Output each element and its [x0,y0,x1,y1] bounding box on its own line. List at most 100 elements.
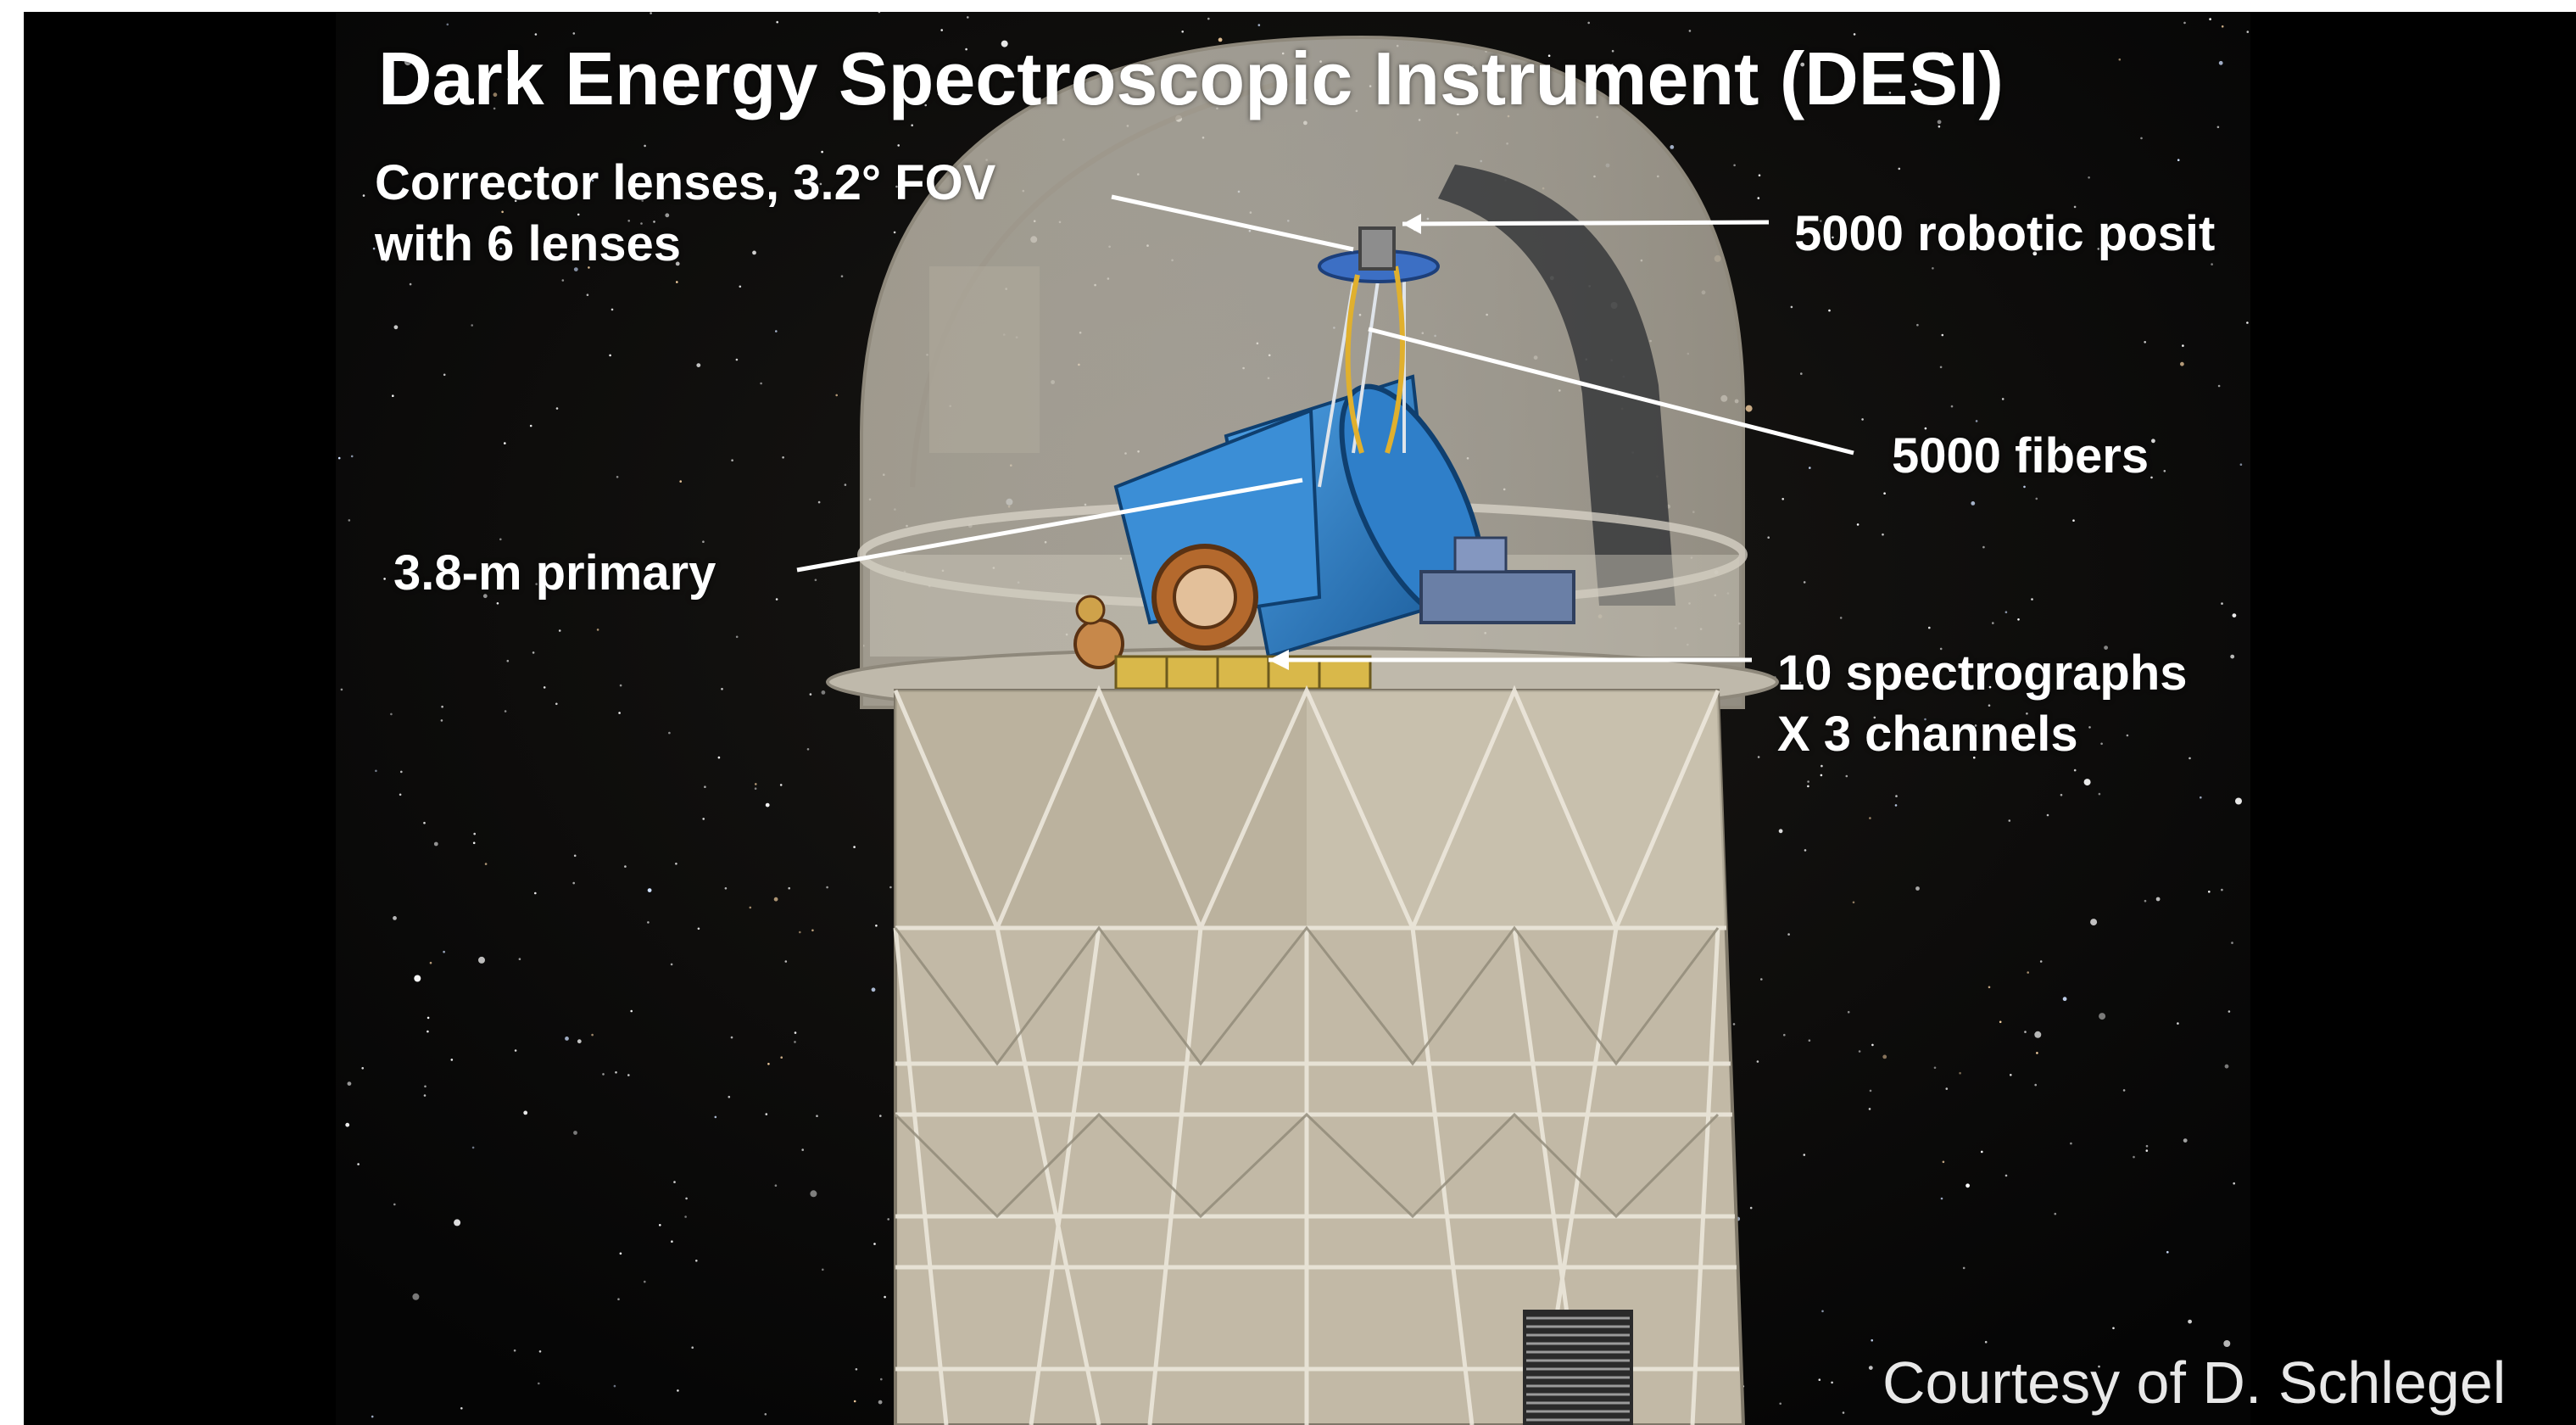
star [844,483,847,486]
star [871,987,876,992]
star [1938,125,1941,128]
corrector-label-line2: with 6 lenses [375,216,682,271]
star [676,281,678,283]
star [1858,1050,1861,1053]
star [2218,60,2223,65]
star [1868,1366,1873,1370]
star [880,1378,883,1381]
star [2100,742,2103,746]
corrector-label-line1: Corrector lenses, 3.2° FOV [375,155,996,210]
star [413,187,416,190]
star [601,241,604,244]
star [782,456,784,459]
star [504,442,506,444]
star [653,221,655,223]
star [2122,1089,2126,1092]
star [765,802,770,808]
star [875,925,878,927]
star [2166,1250,2169,1254]
star [668,731,671,735]
star [1988,986,1991,989]
star [644,144,646,148]
star [393,325,399,330]
telescope [1073,226,1575,669]
star [2182,344,2184,347]
star [817,500,821,504]
star [679,480,682,483]
star [472,841,476,845]
star [1914,83,1917,86]
star [2024,1031,2027,1033]
star [2223,1340,2231,1347]
star [1940,1197,1943,1200]
star [1932,267,1934,270]
star [2144,341,2146,344]
star [2208,891,2211,893]
observatory-building [893,685,1746,1425]
star [728,1095,731,1098]
star [640,222,643,225]
star [2098,1365,2100,1368]
star [2126,734,2129,737]
telescope-illustration [336,12,2250,1425]
star [840,275,844,278]
spectrographs-label-line2: X 3 channels [1777,707,2078,762]
star [2183,21,2186,25]
star [514,1049,517,1052]
star [345,1122,350,1127]
star [2004,611,2008,613]
star [2155,897,2161,902]
star [2224,1064,2229,1069]
star [2017,618,2020,621]
star [1807,785,1809,788]
star [627,220,630,222]
star [1971,501,1976,506]
positioner-pointer-line [1402,220,1770,226]
star [619,684,622,687]
star [577,213,580,216]
fibers-pointer-line [1368,327,1854,455]
star [1820,764,1823,768]
star [2188,1319,2193,1324]
star [731,459,733,461]
star [799,930,801,934]
star [2031,598,2033,601]
star [1611,49,1614,53]
star [2235,797,2242,805]
star [1757,197,1760,199]
star [2216,126,2220,129]
star [730,1036,733,1039]
star [611,308,614,311]
star [1804,849,1807,852]
star [1808,1039,1811,1042]
star [1839,617,1843,619]
star [1732,1023,1736,1025]
star [1842,1411,1845,1414]
star [427,1030,429,1033]
star [724,887,728,890]
star [821,150,823,154]
callout-lines [796,194,1854,662]
star [1974,724,1977,727]
star [2144,899,2147,902]
star [493,92,498,98]
star [1982,545,1985,549]
star [2246,321,2249,324]
star [1778,829,1783,834]
star [1882,1054,1887,1059]
star [764,1413,767,1416]
star [835,394,838,397]
star [735,358,739,361]
star [573,267,578,271]
star [540,187,543,189]
star [819,182,822,186]
star [1937,120,1942,125]
star [1800,62,1805,67]
star [826,886,828,889]
star [714,1115,717,1119]
star [1869,1089,1872,1092]
star [2118,58,2122,61]
star [1820,220,1822,222]
star [429,961,432,964]
